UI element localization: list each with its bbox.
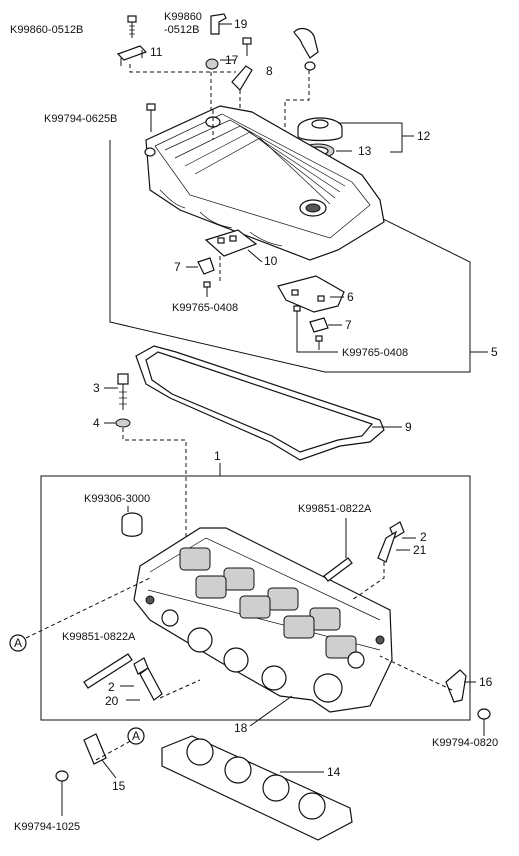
baffle-plate-6 xyxy=(277,275,345,313)
leader-18 xyxy=(249,695,293,727)
callout-15: 15 xyxy=(112,779,126,793)
callout-7-left: 7 xyxy=(174,260,181,274)
washer-4 xyxy=(104,418,131,428)
rocker-cover xyxy=(144,105,385,261)
code-k99306-3000: K99306-3000 xyxy=(84,493,150,505)
reference-a-bottom: A xyxy=(132,729,140,743)
bolt-3 xyxy=(104,373,129,410)
callout-21: 21 xyxy=(413,543,427,557)
leader-dashed-bolt xyxy=(122,428,187,552)
bolt-1025 xyxy=(55,770,69,816)
bolt-0820 xyxy=(477,708,491,736)
stud-0822a-left xyxy=(83,653,133,689)
leader-dashed-a-bottom xyxy=(95,737,137,761)
bolt-20 xyxy=(120,657,163,701)
callout-18: 18 xyxy=(234,721,248,735)
bracket-16 xyxy=(445,669,476,703)
leader-dashed-a xyxy=(25,577,151,639)
callout-6: 6 xyxy=(347,290,354,304)
stud-0822a-right xyxy=(323,518,353,582)
code-k99794-0625b: K99794-0625B xyxy=(44,113,117,125)
callout-14: 14 xyxy=(327,765,341,779)
camshaft-bearings xyxy=(179,547,357,659)
bolt-top-left xyxy=(127,15,137,38)
reference-a-left: A xyxy=(14,636,22,650)
code-k99794-1025: K99794-1025 xyxy=(14,821,80,833)
cover-bolt-0625b xyxy=(146,103,156,132)
callout-3: 3 xyxy=(93,381,100,395)
code-k99860-top-line2: -0512B xyxy=(164,24,199,36)
code-k99765-0408-a: K99765-0408 xyxy=(172,302,238,314)
reference-a-circle-left xyxy=(9,634,27,652)
leader-dashed-20 xyxy=(159,679,201,699)
callout-20: 20 xyxy=(105,694,119,708)
leader-dashed-16 xyxy=(379,655,453,691)
bolt-21 xyxy=(377,521,416,563)
screw-0408-left xyxy=(203,281,211,297)
code-k99765-0408-b: K99765-0408 xyxy=(342,347,408,359)
code-k99860-top-line1: K99860 xyxy=(164,11,202,23)
leader-dashed-21 xyxy=(351,562,385,601)
code-k99851-0822a-left: K99851-0822A xyxy=(62,631,136,643)
clamp-7-left xyxy=(186,257,215,275)
clamp-7-right xyxy=(309,317,342,333)
callout-11: 11 xyxy=(150,45,163,59)
code-k99794-0820: K99794-0820 xyxy=(432,737,498,749)
callout-9: 9 xyxy=(405,420,412,434)
callout-13: 13 xyxy=(358,144,372,158)
baffle-plate-10 xyxy=(204,229,263,282)
code-k99860-0512b-left: K99860-0512B xyxy=(10,24,83,36)
cover-assembly-bracket xyxy=(109,140,488,373)
leader-dashed-11 xyxy=(129,64,236,73)
bracket-15 xyxy=(83,733,117,779)
callout-4: 4 xyxy=(93,416,100,430)
code-k99851-0822a-right: K99851-0822A xyxy=(298,503,372,515)
callout-5: 5 xyxy=(491,345,498,359)
leaders-12-13 xyxy=(336,122,414,153)
callout-2-left: 2 xyxy=(108,680,115,694)
cover-gasket-9 xyxy=(135,345,402,461)
callout-8: 8 xyxy=(266,64,273,78)
callout-19: 19 xyxy=(234,17,248,31)
callout-10: 10 xyxy=(264,254,278,268)
callout-7-right: 7 xyxy=(345,318,352,332)
cylinder-head xyxy=(133,527,393,713)
callout-1: 1 xyxy=(214,449,221,463)
callout-12: 12 xyxy=(417,129,431,143)
callout-2-right: 2 xyxy=(420,530,427,544)
plug-3000 xyxy=(121,506,143,537)
reference-a-circle-bottom xyxy=(127,727,145,745)
screws-0408-right xyxy=(293,305,338,353)
cylinder-head-frame xyxy=(40,463,471,721)
sensor-19 xyxy=(210,13,232,35)
grommet-17 xyxy=(205,58,236,70)
oil-filler-cap-12 xyxy=(297,117,343,142)
callout-16: 16 xyxy=(479,675,493,689)
callout-17: 17 xyxy=(225,53,239,67)
breather-hose xyxy=(284,27,319,215)
head-gasket-14 xyxy=(161,735,353,841)
clip-bracket-11 xyxy=(116,45,148,66)
bolt-top-center xyxy=(242,37,252,56)
